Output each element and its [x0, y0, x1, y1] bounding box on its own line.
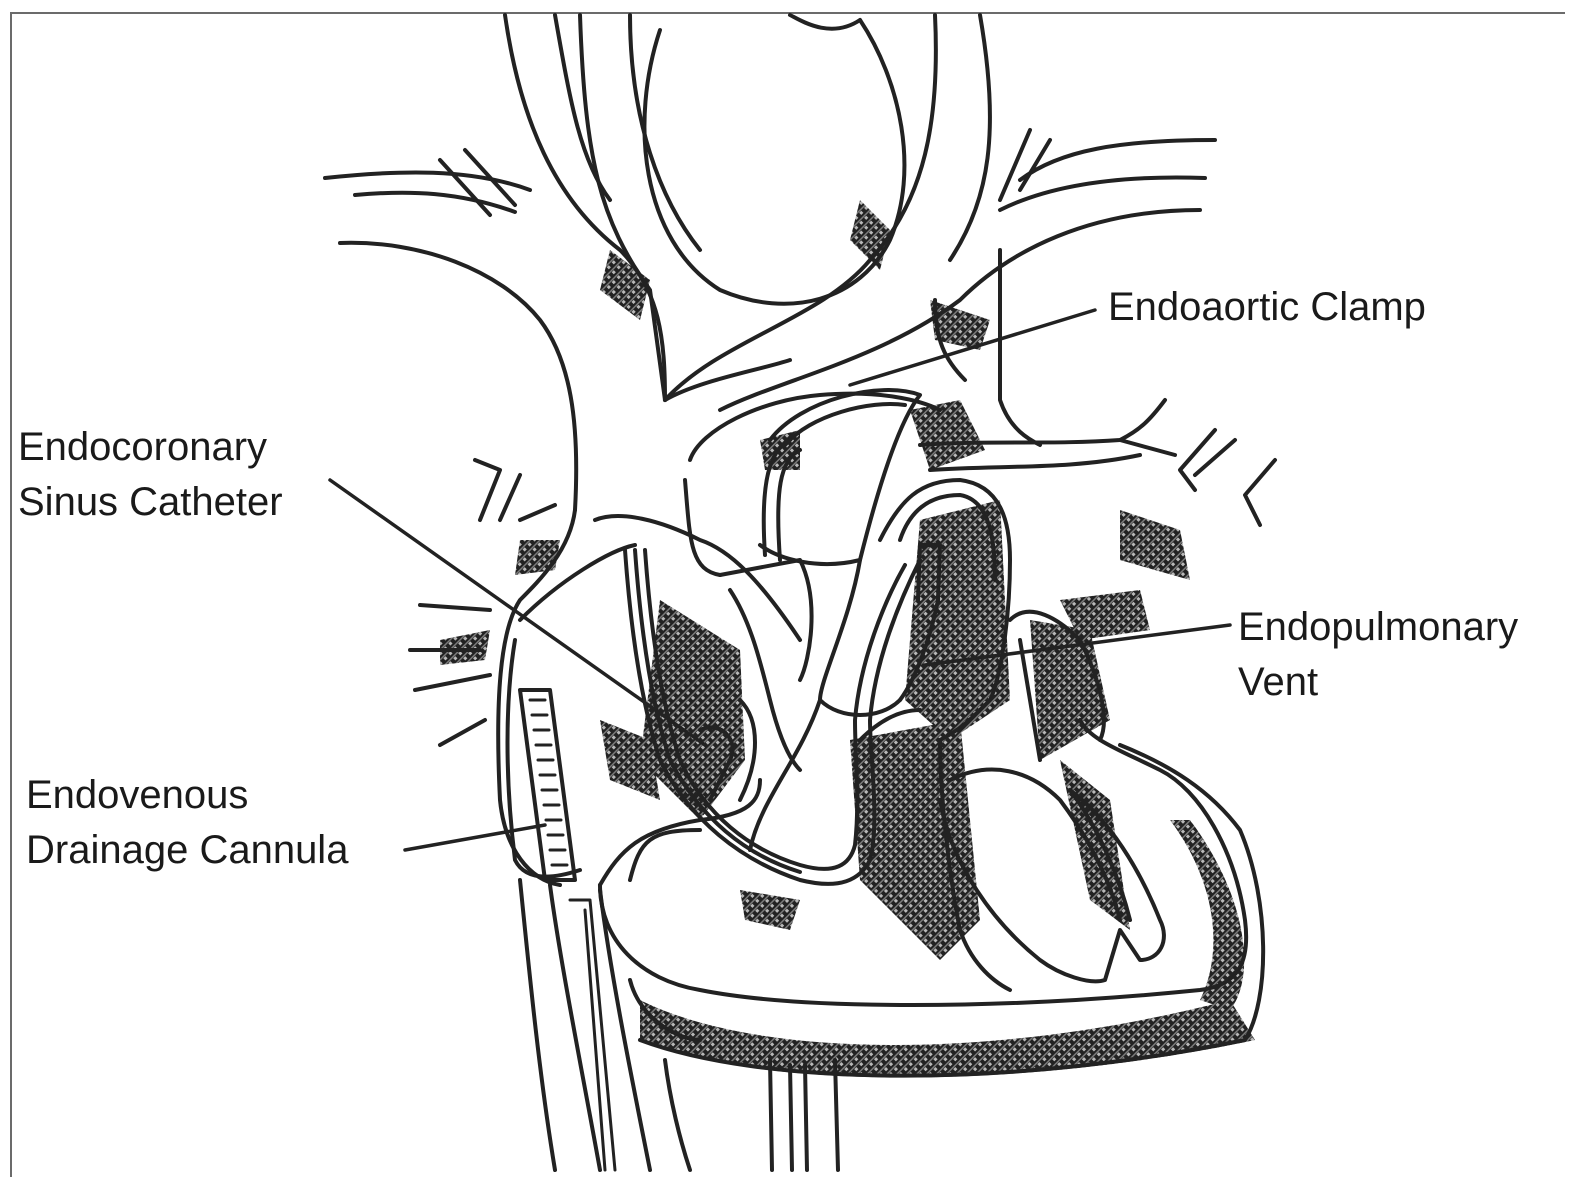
label-endovenous-line2: Drainage Cannula	[26, 823, 348, 878]
label-endovenous-drainage-cannula: Endovenous Drainage Cannula	[26, 768, 348, 878]
label-endopulmonary-line2: Vent	[1238, 655, 1518, 710]
leader-lines	[330, 310, 1230, 850]
label-endocoronary-line1: Endocoronary	[18, 420, 283, 475]
label-endopulmonary-line1: Endopulmonary	[1238, 600, 1518, 655]
label-endovenous-line1: Endovenous	[26, 768, 348, 823]
great-vessels	[325, 15, 1215, 510]
label-endoaortic-line1: Endoaortic Clamp	[1108, 280, 1426, 335]
leader-endovenous	[405, 825, 545, 850]
label-endopulmonary-vent: Endopulmonary Vent	[1238, 600, 1518, 710]
label-endoaortic-clamp: Endoaortic Clamp	[1108, 280, 1426, 335]
inferior-vessels	[770, 1060, 838, 1170]
label-endocoronary-sinus-catheter: Endocoronary Sinus Catheter	[18, 420, 283, 530]
label-endocoronary-line2: Sinus Catheter	[18, 475, 283, 530]
